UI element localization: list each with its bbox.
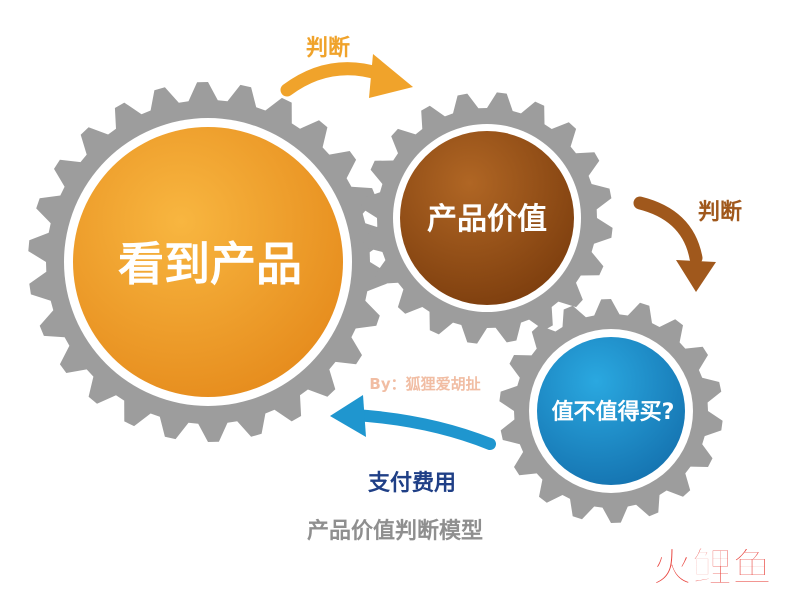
arrow-judge-right: 判断 <box>633 196 742 292</box>
gear-worth-buying: 值不值得买? <box>499 299 723 523</box>
arrow-label-judge-top: 判断 <box>306 35 350 61</box>
watermark-text: 火鲤鱼 <box>652 545 772 591</box>
arrow-label-judge-right: 判断 <box>698 199 742 225</box>
gear-product-value: 产品价值 <box>361 92 613 344</box>
credit-text: By：狐狸爱胡扯 <box>369 375 480 393</box>
gear-core <box>537 337 685 485</box>
arrow-judge-top: 判断 <box>280 35 413 98</box>
arrow-head-icon <box>330 395 366 437</box>
gear-see-product: 看到产品 <box>28 82 388 442</box>
gear-label-worth-buying: 值不值得买? <box>552 399 675 425</box>
arrow-head-icon <box>676 260 716 292</box>
gear-label-product-value: 产品价值 <box>427 202 547 237</box>
gear-core <box>73 127 343 397</box>
arrow-pay: 支付费用 <box>330 395 496 496</box>
gear-core <box>400 131 574 305</box>
gear-label-see-product: 看到产品 <box>118 237 302 291</box>
diagram-caption: 产品价值判断模型 <box>307 518 483 544</box>
arrow-label-pay: 支付费用 <box>368 471 456 496</box>
arrow-head-icon <box>369 54 413 98</box>
watermark-logo: 火鲤鱼 <box>652 545 773 592</box>
